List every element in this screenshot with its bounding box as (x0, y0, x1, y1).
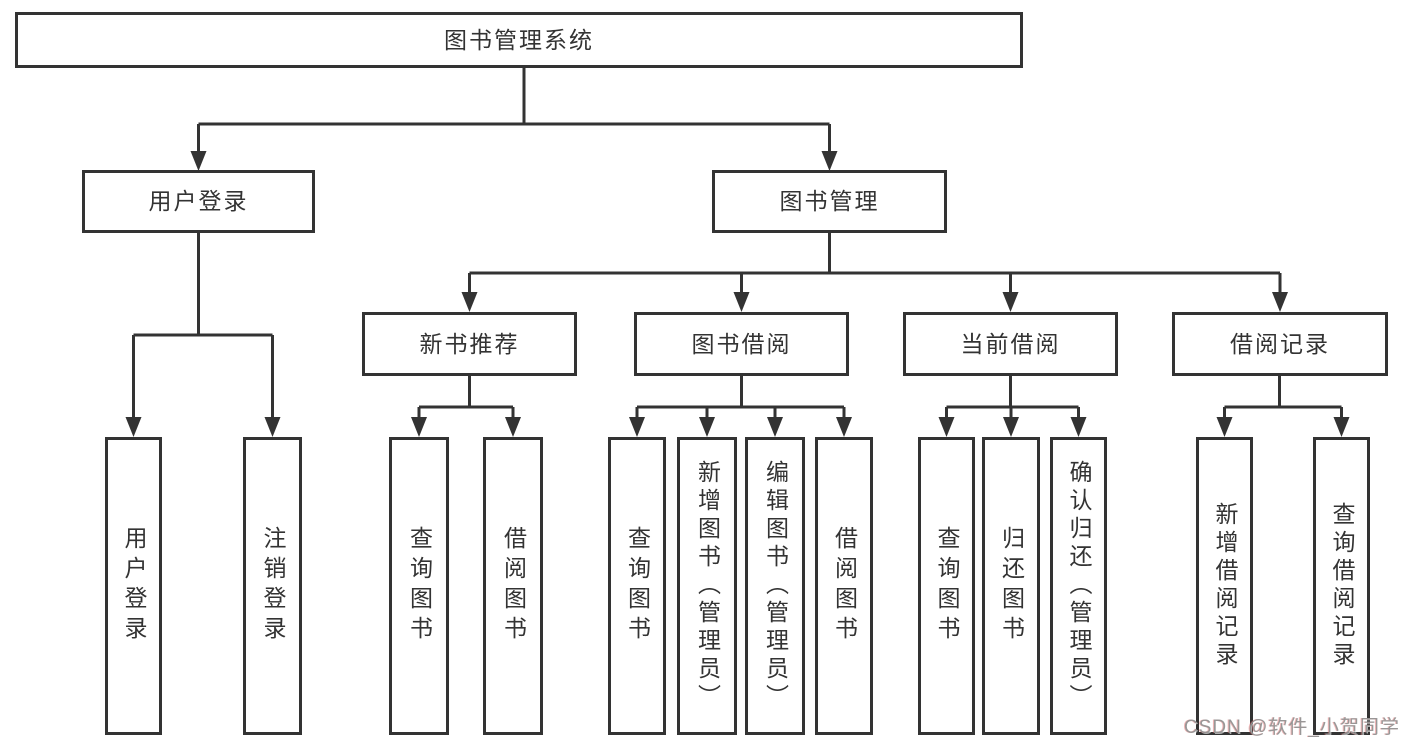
node-borrowing-records: 借阅记录 (1172, 312, 1388, 376)
arrow-down-icon (836, 417, 852, 437)
arrow-down-icon (938, 417, 955, 437)
leaf-add-borrow-record: 新增借阅记录 (1196, 437, 1253, 735)
arrow-down-icon (733, 292, 750, 312)
arrow-down-icon (264, 417, 281, 437)
arrow-down-icon (1216, 417, 1233, 437)
node-current-borrowing: 当前借阅 (903, 312, 1118, 376)
node-user-login: 用户登录 (82, 170, 315, 233)
arrow-down-icon (461, 292, 478, 312)
arrowhead-icons (125, 151, 1350, 437)
arrow-down-icon (1070, 417, 1087, 437)
arrow-down-icon (767, 417, 783, 437)
leaf-query-borrow-record: 查询借阅记录 (1313, 437, 1370, 735)
leaf-add-books-admin: 新增图书（管理员） (677, 437, 737, 735)
node-library-system: 图书管理系统 (15, 12, 1023, 68)
node-new-book-recommend: 新书推荐 (362, 312, 577, 376)
arrow-down-icon (699, 417, 715, 437)
arrow-down-icon (629, 417, 645, 437)
connector-paths (132, 68, 1343, 420)
arrow-down-icon (1272, 292, 1288, 312)
leaf-logout: 注销登录 (243, 437, 302, 735)
leaf-query-books-recommend: 查询图书 (389, 437, 449, 735)
arrow-down-icon (1002, 292, 1019, 312)
arrow-down-icon (1333, 417, 1350, 437)
arrow-down-icon (125, 417, 142, 437)
leaf-borrow-books: 借阅图书 (815, 437, 873, 735)
node-book-management: 图书管理 (712, 170, 947, 233)
arrow-down-icon (1003, 417, 1019, 437)
node-book-borrowing: 图书借阅 (634, 312, 849, 376)
arrow-down-icon (190, 151, 207, 171)
leaf-return-books: 归还图书 (982, 437, 1040, 735)
leaf-confirm-return-admin: 确认归还（管理员） (1050, 437, 1107, 735)
leaf-user-login: 用户登录 (105, 437, 162, 735)
arrow-down-icon (821, 151, 838, 171)
leaf-query-books-current: 查询图书 (918, 437, 975, 735)
arrow-down-icon (505, 417, 521, 437)
csdn-watermark: CSDN @软件_小贺同学 (1184, 717, 1400, 738)
leaf-edit-books-admin: 编辑图书（管理员） (745, 437, 805, 735)
leaf-borrow-books-recommend: 借阅图书 (483, 437, 543, 735)
arrow-down-icon (411, 417, 427, 437)
leaf-query-books-borrowing: 查询图书 (608, 437, 666, 735)
